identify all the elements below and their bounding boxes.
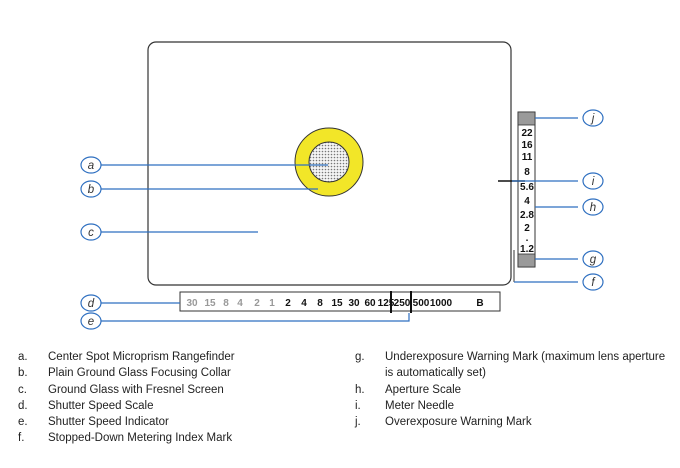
aperture-value: 2.8 (520, 210, 534, 221)
legend-letter: b. (18, 367, 28, 380)
callout-letter: d (88, 298, 95, 310)
aperture-value: 2 (524, 223, 530, 234)
microprism-spot (308, 141, 350, 183)
callout-letter: g (590, 254, 597, 266)
legend-item: c. Ground Glass with Fresnel Screen (18, 382, 328, 398)
shutter-speed-value: 4 (301, 298, 307, 309)
legend-item: i. Meter Needle (355, 398, 670, 414)
legend-letter: c. (18, 383, 27, 396)
aperture-value: 22 (521, 128, 533, 139)
aperture-value: 8 (524, 167, 530, 178)
legend-item: e. Shutter Speed Indicator (18, 414, 328, 430)
legend-letter: i. (355, 399, 361, 412)
callout-j: j (582, 109, 604, 127)
callout-line-e (100, 313, 410, 322)
aperture-value: 5.6 (520, 182, 534, 193)
legend-text: Overexposure Warning Mark (385, 416, 532, 429)
shutter-speed-value: 1 (269, 298, 275, 309)
legend-item: j. Overexposure Warning Mark (355, 414, 670, 430)
aperture-value: 4 (524, 196, 530, 207)
legend-text: Center Spot Microprism Rangefinder (48, 351, 235, 363)
legend-letter: f. (18, 432, 25, 445)
legend-text: Stopped-Down Metering Index Mark (48, 432, 233, 445)
aperture-value: 1.2 (520, 244, 534, 255)
callout-f: f (582, 273, 604, 291)
shutter-speed-value: 2 (254, 298, 260, 309)
callout-letter: i (592, 176, 595, 188)
shutter-speed-value: 250 (394, 298, 411, 309)
legend-right: g. Underexposure Warning Mark (maximum le… (355, 349, 670, 430)
overexposure-mark (517, 111, 536, 126)
shutter-speed-value: 4 (237, 298, 243, 309)
aperture-value: 11 (522, 152, 533, 163)
shutter-speed-value: 30 (348, 298, 360, 309)
shutter-speed-value: 125 (378, 298, 395, 309)
shutter-speed-value: 8 (223, 298, 229, 309)
callout-e: e (80, 312, 102, 330)
callout-letter: e (88, 316, 94, 328)
legend-letter: g. (355, 351, 365, 363)
legend-text: Ground Glass with Fresnel Screen (48, 383, 224, 396)
callout-letter: b (88, 184, 95, 196)
legend-item: f. Stopped-Down Metering Index Mark (18, 430, 328, 446)
shutter-scale-bar (179, 291, 501, 312)
legend-letter: h. (355, 383, 365, 396)
legend-text: Underexposure Warning Mark (maximum lens… (385, 351, 666, 380)
shutter-speed-value: 30 (186, 298, 198, 309)
shutter-speed-value: 60 (364, 298, 376, 309)
callout-letter: f (591, 277, 596, 289)
legend-letter: e. (18, 416, 28, 429)
legend-text: Shutter Speed Indicator (48, 416, 169, 429)
shutter-speed-value: 15 (204, 298, 216, 309)
shutter-speed-value: 8 (317, 298, 323, 309)
legend-text: Shutter Speed Scale (48, 399, 154, 412)
legend-item: b. Plain Ground Glass Focusing Collar (18, 365, 328, 381)
shutter-speed-value: B (476, 298, 483, 309)
callout-c: c (80, 223, 102, 241)
legend-text: Plain Ground Glass Focusing Collar (48, 367, 231, 380)
legend-left: a. Center Spot Microprism Rangefinder b. Pl… (18, 349, 328, 447)
shutter-speed-value: 2 (285, 298, 291, 309)
legend-item: d. Shutter Speed Scale (18, 398, 328, 414)
legend-item: a. Center Spot Microprism Rangefinder (18, 349, 328, 365)
callout-g: g (582, 250, 604, 268)
legend-text: Aperture Scale (385, 383, 462, 396)
legend-letter: d. (18, 399, 28, 412)
legend-letter: a. (18, 351, 28, 363)
shutter-speed-value: 500 (413, 298, 430, 309)
callout-h: h (582, 198, 604, 216)
callout-letter: h (590, 202, 596, 214)
shutter-speed-value: 15 (331, 298, 343, 309)
legend-item: g. Underexposure Warning Mark (maximum le… (355, 349, 670, 382)
aperture-value: . (526, 233, 529, 244)
callout-b: b (80, 180, 102, 198)
legend-text: Meter Needle (385, 399, 455, 412)
callout-d: d (80, 294, 102, 312)
callout-letter: c (88, 227, 94, 239)
callout-letter: j (590, 113, 595, 125)
callout-a: a (80, 156, 102, 174)
aperture-value: 16 (521, 140, 533, 151)
callout-i: i (582, 172, 604, 190)
legend-item: h. Aperture Scale (355, 382, 670, 398)
underexposure-mark (517, 253, 536, 268)
legend-letter: j. (355, 416, 361, 429)
shutter-speed-value: 1000 (430, 298, 453, 309)
callout-letter: a (88, 160, 94, 172)
